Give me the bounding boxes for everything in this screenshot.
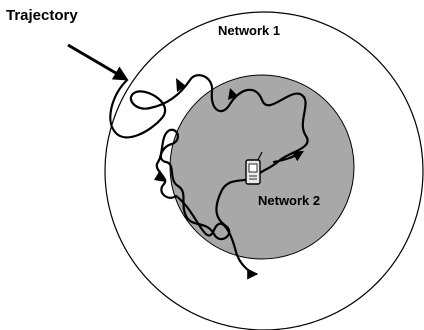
- trajectory-path: [109, 74, 309, 241]
- trajectory-direction-arrow: [154, 170, 166, 182]
- network-2-label: Network 2: [258, 193, 320, 208]
- mobile-phone-icon: [245, 151, 263, 185]
- network-2-coverage-area: [169, 74, 355, 260]
- device-movement-arrow: [272, 150, 304, 164]
- trajectory-end-arrow: [174, 194, 259, 280]
- trajectory-label: Trajectory: [6, 7, 78, 24]
- trajectory-direction-arrow: [176, 78, 186, 92]
- network-1-label: Network 1: [218, 23, 280, 38]
- trajectory-direction-arrow: [228, 88, 238, 100]
- trajectory-pointer-arrow: [67, 43, 129, 81]
